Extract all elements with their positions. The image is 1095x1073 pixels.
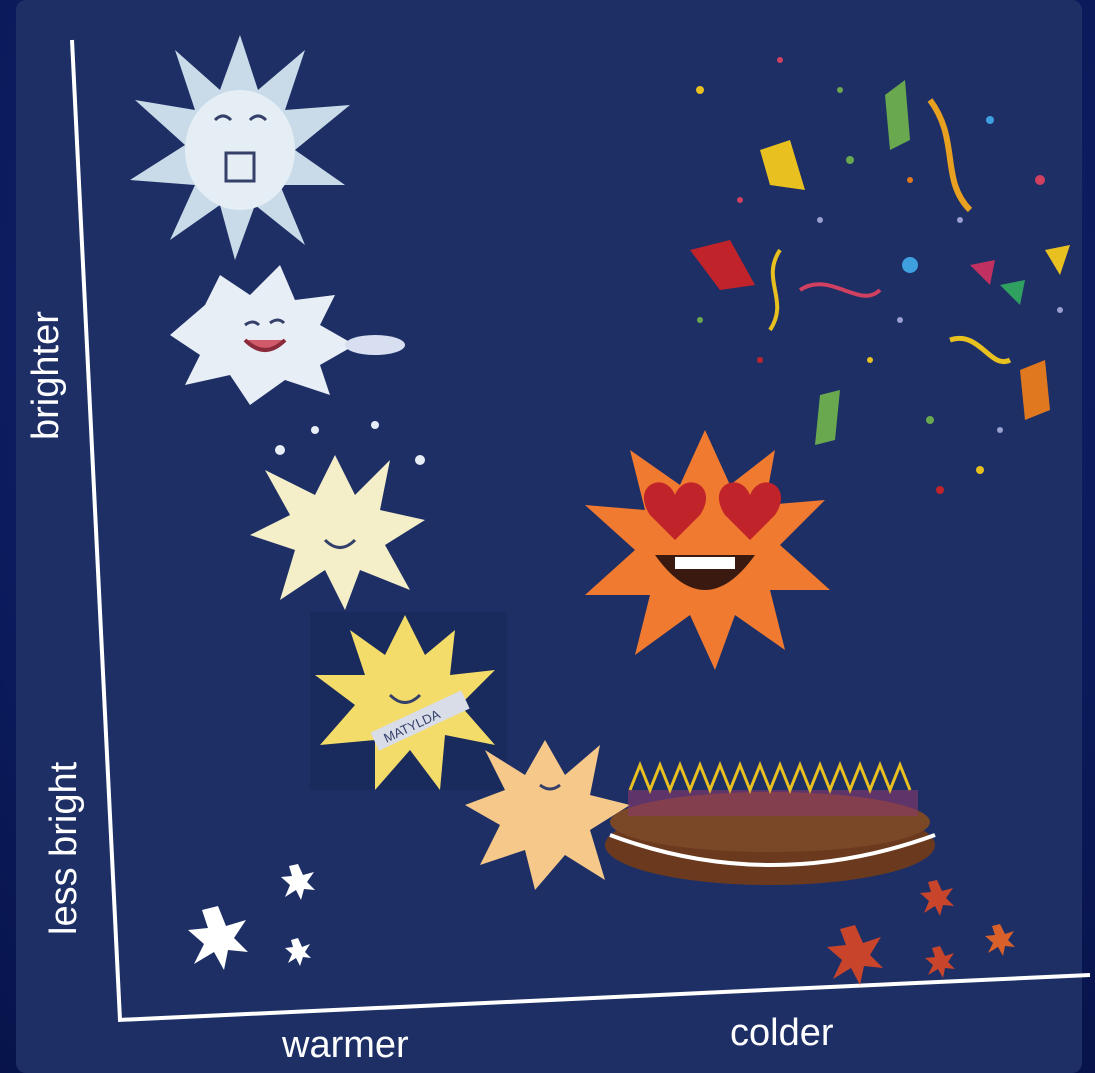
large-pale-blue-star	[130, 35, 350, 260]
x-axis-right-label: colder	[730, 1014, 834, 1052]
confetti-burst	[690, 57, 1070, 494]
y-axis-bottom-label: less bright	[45, 762, 83, 935]
tiny-red-stars	[827, 880, 1015, 985]
juggling-pale-star	[250, 421, 425, 610]
y-axis-top-label: brighter	[27, 311, 65, 440]
birthday-cake	[605, 765, 935, 885]
resting-white-star	[170, 265, 405, 405]
orange-party-star	[585, 430, 830, 670]
x-axis-line	[118, 975, 1090, 1020]
tiny-white-stars	[188, 864, 315, 970]
x-axis-left-label: warmer	[282, 1026, 409, 1064]
